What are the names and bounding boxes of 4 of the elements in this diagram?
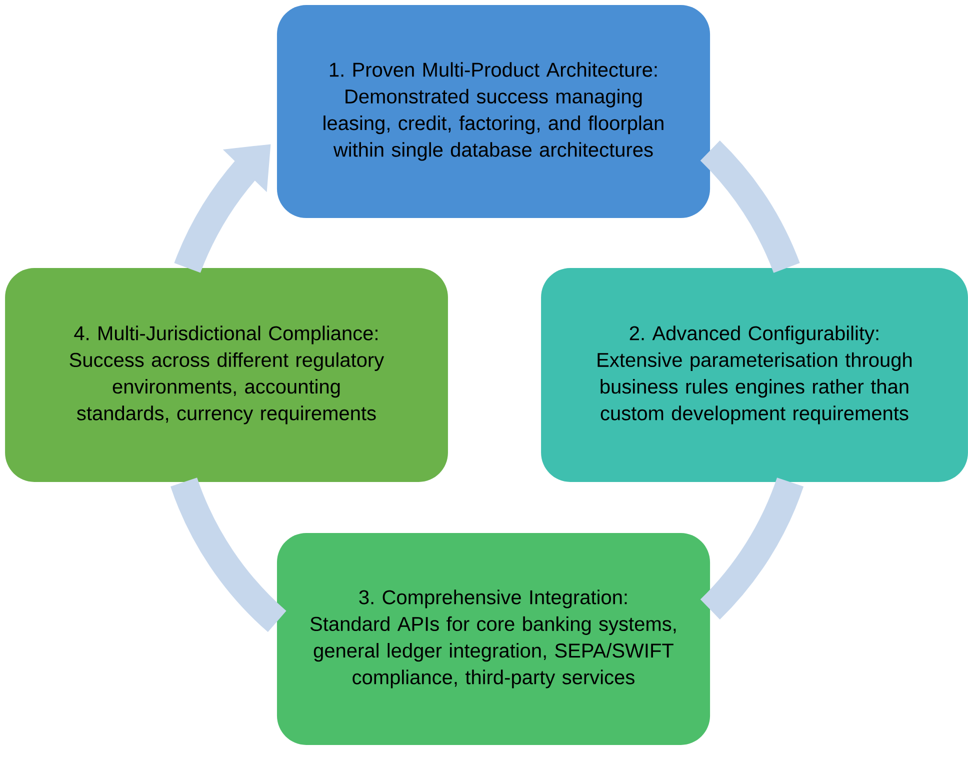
process-box: 3. Comprehensive Integration: Standard APIs for core banking systems, general ledger integration, SEPA/SWIFT compliance, third-party services (276, 533, 710, 745)
process-box: 4. Multi-Jurisdictional Compliance: Success across different regulatory environments, accounting standards, currency requirements (5, 268, 448, 482)
process-box: 1. Proven Multi-Product Architecture: Demonstrated success managing leasing, credit, factoring, and floorplan within single database architectures (276, 4, 710, 218)
process-box: 2. Advanced Configurability: Extensive parameterisation through business rules engines rather than custom development requirements (541, 268, 968, 482)
